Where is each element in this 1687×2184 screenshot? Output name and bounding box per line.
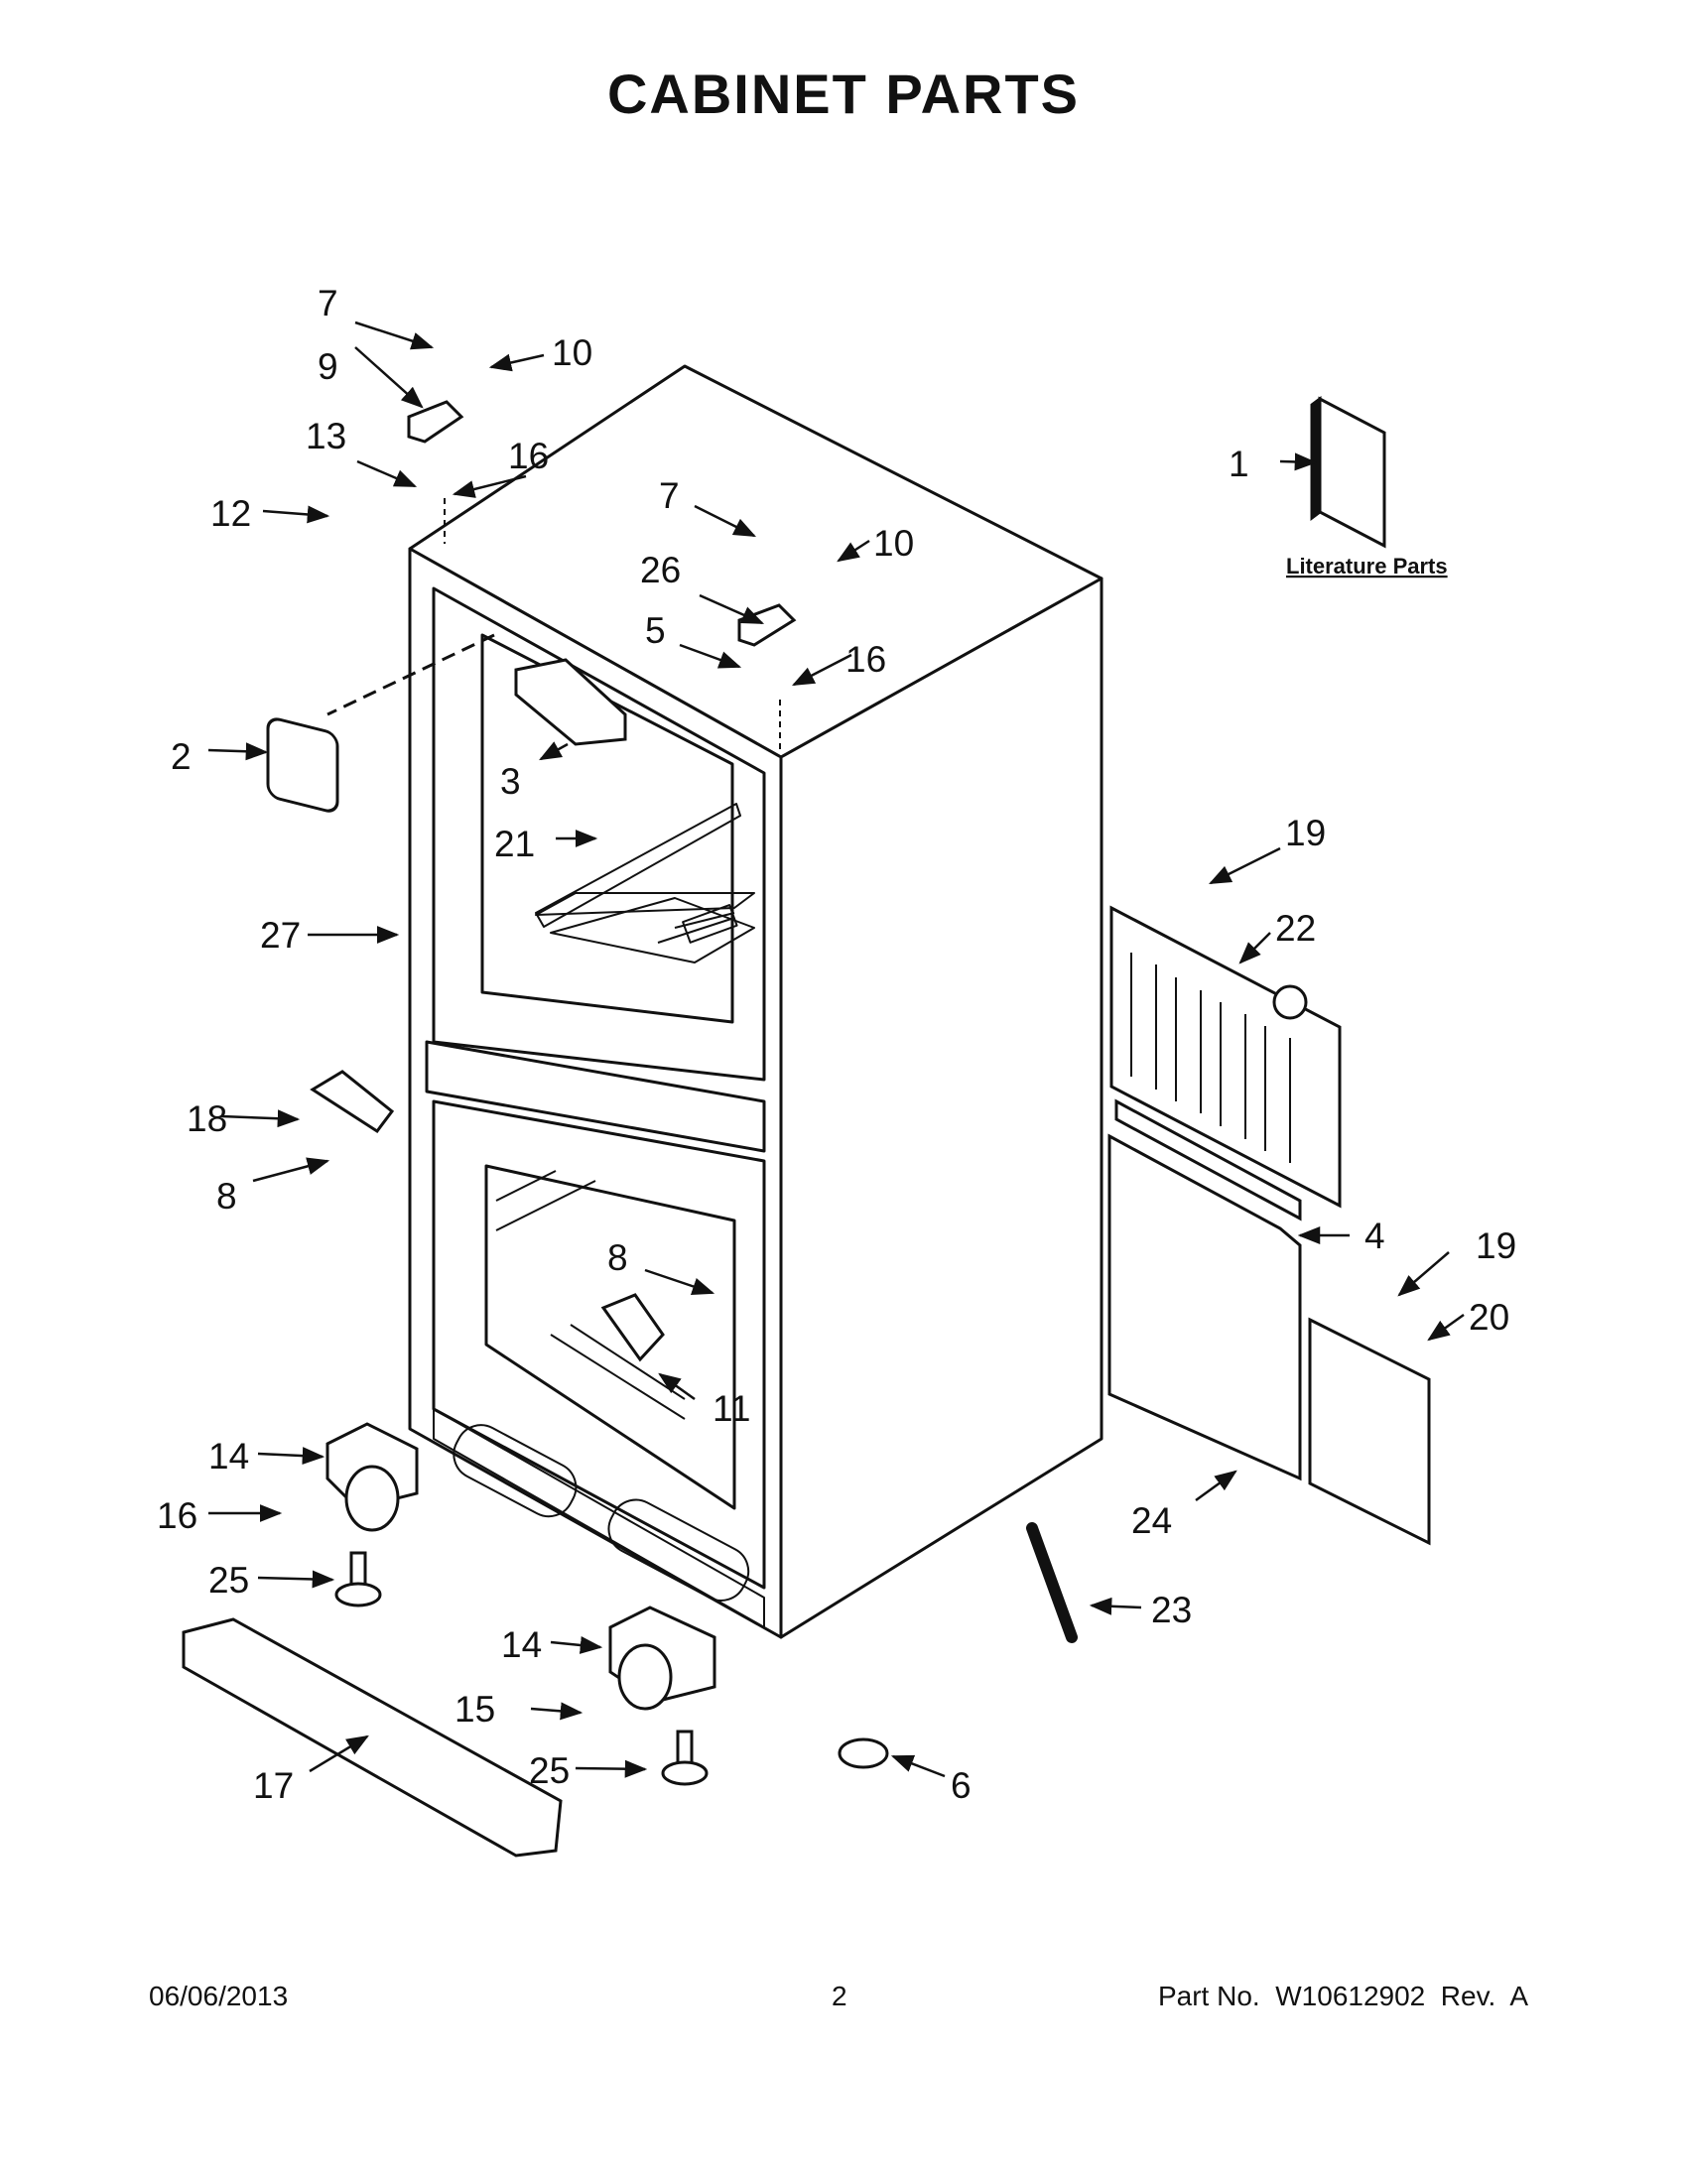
- callout-14-left: 14: [208, 1436, 249, 1477]
- leveling-leg-left: [334, 1551, 382, 1607]
- top-hinge-left: [407, 400, 464, 444]
- footer-date: 06/06/2013: [149, 1981, 289, 2011]
- callout-11: 11: [713, 1388, 750, 1429]
- callout-1: 1: [1229, 444, 1249, 484]
- callout-3: 3: [500, 761, 521, 802]
- leveling-leg-right: [661, 1730, 709, 1786]
- callout-12: 12: [210, 493, 251, 534]
- callout-18: 18: [187, 1098, 227, 1139]
- callout-arrows: [207, 321, 1465, 1778]
- callout-16-bottom: 16: [157, 1495, 197, 1536]
- callout-17: 17: [253, 1765, 294, 1806]
- callout-25-right: 25: [529, 1750, 570, 1791]
- insulation-strip: [1114, 1098, 1302, 1221]
- callout-labels: 7 9 10 13 16 12 1 Literature Parts 7 26 …: [157, 283, 1516, 1806]
- callout-4: 4: [1364, 1216, 1385, 1256]
- callout-7-top-left: 7: [318, 283, 338, 323]
- callout-7-top-right: 7: [659, 475, 680, 516]
- light-housing: [514, 658, 627, 746]
- grommet: [838, 1737, 889, 1769]
- roller-assembly-right: [608, 1606, 716, 1711]
- callout-10-left: 10: [552, 332, 592, 373]
- callout-13: 13: [306, 416, 346, 456]
- literature-booklet: [1310, 396, 1386, 549]
- callout-10-right: 10: [873, 523, 914, 564]
- center-hinge-right: [600, 1293, 665, 1362]
- roller-assembly-left: [325, 1422, 419, 1532]
- callout-19-right: 19: [1476, 1225, 1516, 1266]
- base-grille: [182, 1617, 563, 1858]
- cabinet-body: [326, 364, 1103, 1639]
- callout-16-top-right: 16: [845, 639, 886, 680]
- callout-21: 21: [494, 824, 535, 864]
- callout-5: 5: [645, 610, 666, 651]
- callout-26: 26: [640, 550, 681, 590]
- callout-27: 27: [260, 915, 301, 956]
- footer-part-number: Part No. W10612902 Rev. A: [1157, 1981, 1528, 2011]
- callout-2: 2: [171, 736, 192, 777]
- callout-14-right: 14: [501, 1624, 542, 1665]
- callout-22: 22: [1275, 908, 1316, 949]
- callout-6: 6: [951, 1765, 972, 1806]
- callout-8-left: 8: [216, 1176, 237, 1217]
- page-title: CABINET PARTS: [606, 63, 1081, 125]
- callout-24: 24: [1131, 1500, 1172, 1541]
- control-housing: [266, 717, 339, 813]
- drain-tube: [1026, 1522, 1078, 1643]
- callout-25-left: 25: [208, 1560, 249, 1601]
- center-hinge-left: [310, 1070, 395, 1134]
- callout-15: 15: [454, 1689, 495, 1730]
- rear-access-panel: [1109, 905, 1342, 1209]
- callout-19-top: 19: [1285, 813, 1326, 853]
- callout-16-top-left: 16: [508, 436, 549, 476]
- footer-page-number: 2: [832, 1981, 847, 2011]
- insulation-block: [1107, 1133, 1302, 1481]
- literature-parts-label: Literature Parts: [1286, 554, 1448, 578]
- cover-plate: [1308, 1317, 1431, 1546]
- callout-8-right: 8: [607, 1237, 628, 1278]
- callout-20: 20: [1469, 1297, 1509, 1338]
- callout-9: 9: [318, 346, 338, 387]
- callout-23: 23: [1151, 1590, 1192, 1630]
